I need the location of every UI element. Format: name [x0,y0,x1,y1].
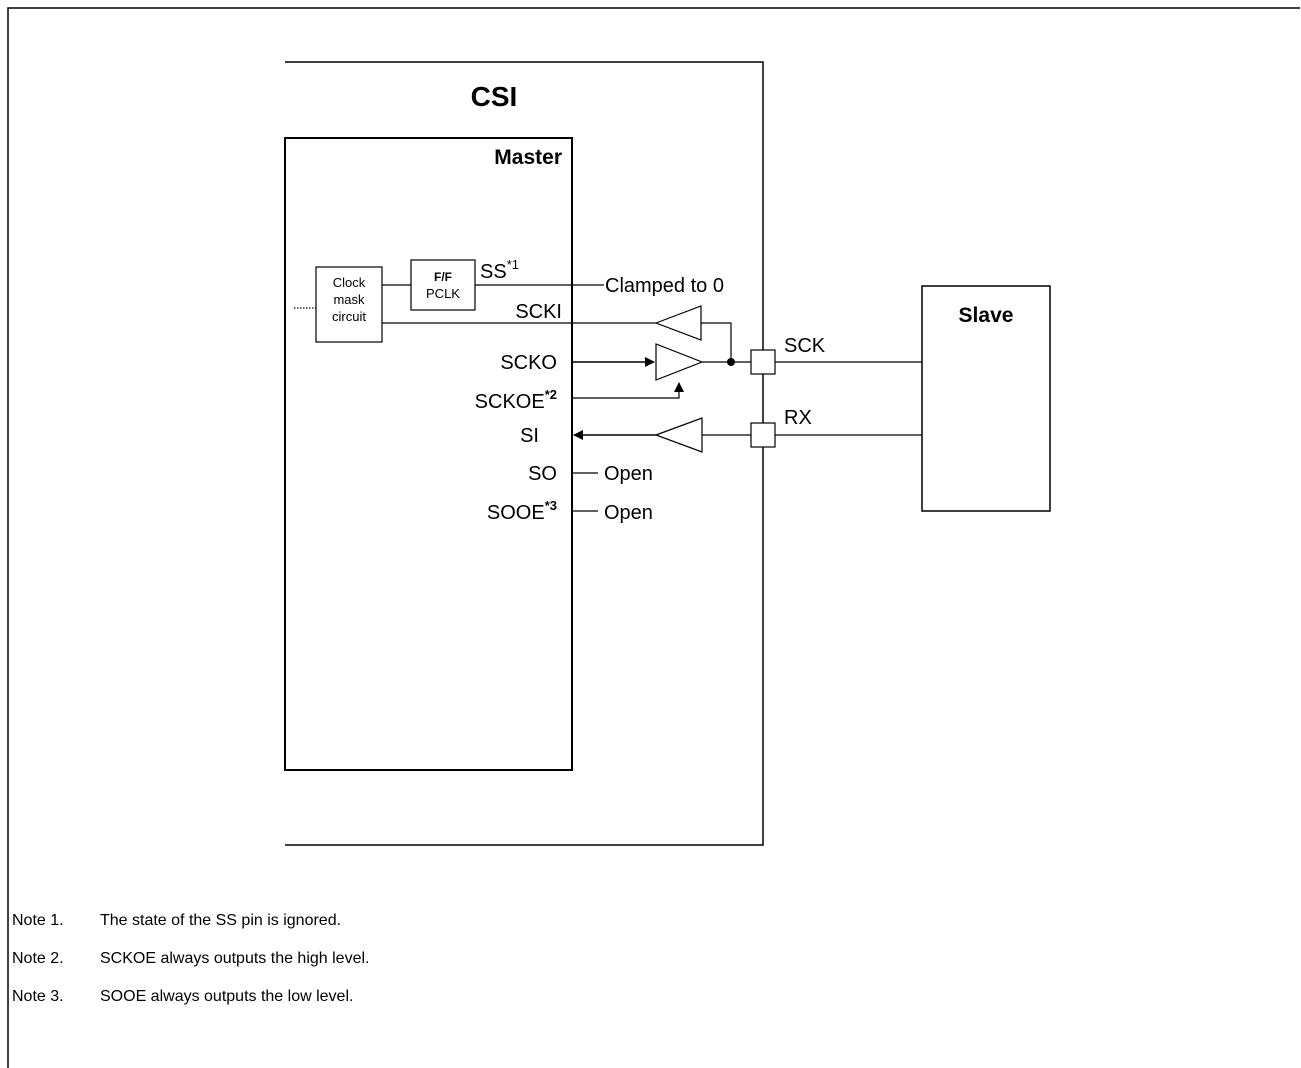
scki-label: SCKI [515,301,562,323]
slave-block [921,285,1051,512]
clamped-label: Clamped to 0 [605,275,724,297]
sckoe-enable-wire [572,382,684,399]
note-number: Note 2. [12,950,64,967]
note-text: SOOE always outputs the low level. [100,988,354,1005]
si-label: SI [520,425,539,447]
si-input-buffer [654,417,703,453]
scko-label: SCKO [500,352,557,374]
so-open-label: Open [604,463,653,485]
sck-pin [750,349,776,375]
page-border [7,7,1300,1068]
note-text: SCKOE always outputs the high level. [100,950,370,967]
scki-feedback-wire [701,322,732,362]
ff-title: F/F [434,270,452,284]
clock-mask-line3: circuit [332,309,366,324]
master-label: Master [494,146,562,169]
sooe-label: SOOE*3 [487,498,557,524]
scki-input-buffer [654,305,702,341]
scko-output-buffer [655,343,704,381]
so-label: SO [528,463,557,485]
note-text: The state of the SS pin is ignored. [100,912,342,929]
clock-mask-line2: mask [333,292,365,307]
ff-sub: PCLK [426,286,460,301]
sck-pin-label: SCK [784,335,826,357]
rx-pin [750,422,776,448]
slave-label: Slave [959,304,1014,327]
csi-block [285,61,764,846]
sooe-open-label: Open [604,502,653,524]
rx-pin-label: RX [784,407,812,429]
ss-label: SS*1 [480,257,519,283]
ff-block [410,259,476,311]
clock-mask-line1: Clock [333,275,366,290]
sck-junction-dot [727,358,735,366]
master-block [284,137,573,771]
clock-mask-circuit [315,266,383,343]
note-number: Note 1. [12,912,64,929]
note-number: Note 3. [12,988,64,1005]
csi-title: CSI [471,81,518,112]
sckoe-label: SCKOE*2 [475,387,557,413]
